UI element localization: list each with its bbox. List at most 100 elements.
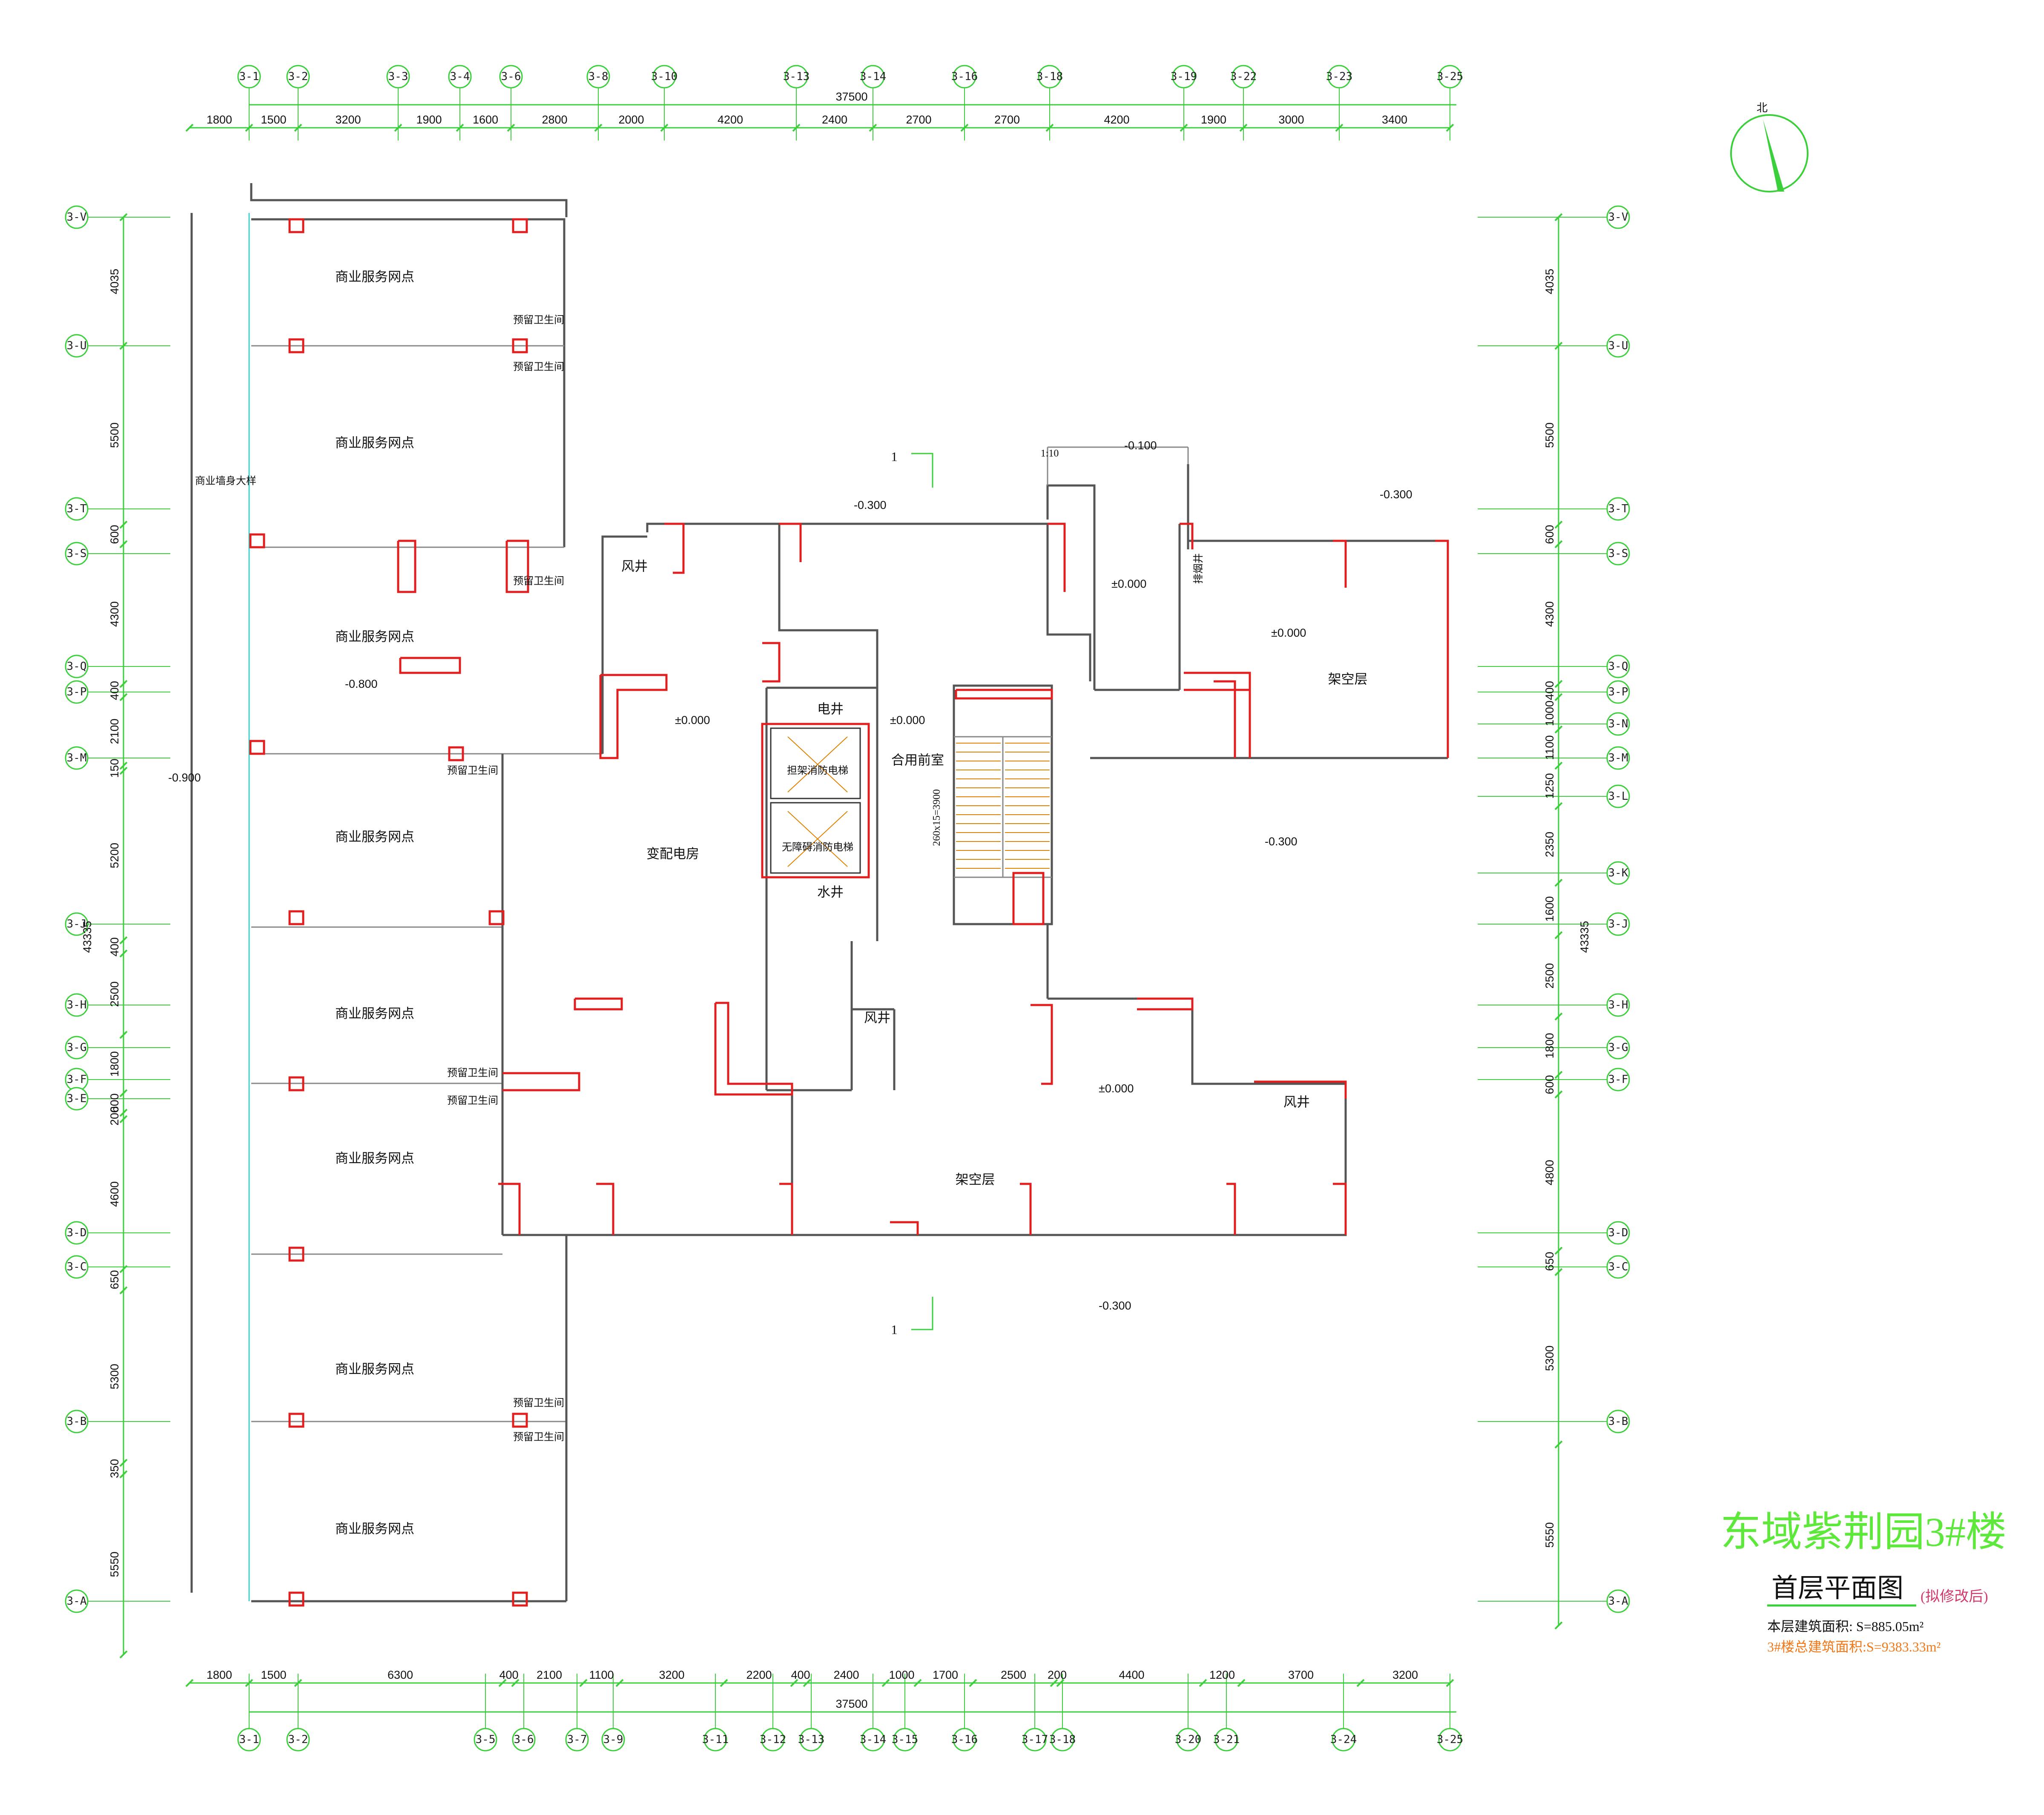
axis-bubble: 3-Q — [1478, 655, 1630, 678]
axis-bubble: 3-U — [1478, 334, 1630, 358]
dim-value: 1800 — [108, 1051, 121, 1077]
room-electric-shaft: 电井 — [817, 702, 844, 717]
dim-value: 5500 — [108, 422, 121, 448]
dim-value: 1000 — [889, 1669, 914, 1681]
dim-value: 3400 — [1382, 113, 1407, 126]
axis-label: 3-N — [1608, 718, 1628, 730]
axis-label: 3-11 — [702, 1733, 729, 1746]
axis-bubble: 3-18 — [1049, 1674, 1076, 1752]
dim-value: 4200 — [718, 113, 743, 126]
axis-label: 3-7 — [567, 1733, 587, 1746]
axis-label: 3-V — [67, 211, 87, 224]
dim-value: 5300 — [108, 1364, 121, 1389]
dim-value: 5200 — [108, 843, 121, 868]
axis-bubble: 3-F — [1478, 1068, 1630, 1091]
dim-value: 1500 — [261, 113, 286, 126]
room-shop-8: 商业服务网点 — [335, 1522, 414, 1536]
axis-label: 3-23 — [1326, 70, 1353, 83]
axis-label: 3-20 — [1175, 1733, 1202, 1746]
axis-bubble: 3-C — [1478, 1255, 1630, 1279]
axis-bubble: 3-D — [1478, 1221, 1630, 1245]
room-toilet-5: 预留卫生间 — [447, 1067, 498, 1079]
axis-label: 3-18 — [1049, 1733, 1076, 1746]
dim-value: 1500 — [261, 1669, 286, 1681]
axis-label: 3-Q — [1608, 660, 1628, 673]
dim-value: 2800 — [542, 113, 567, 126]
grid-axis-right: 3-V3-U3-T3-S3-Q3-P3-N3-M3-L3-K3-J3-H3-G3… — [1478, 205, 1630, 1613]
dim-value: 4300 — [1543, 601, 1556, 627]
dim-value: 400 — [1543, 681, 1556, 700]
dim-value: 1100 — [589, 1669, 614, 1681]
dim-value: 2500 — [108, 981, 121, 1007]
overall-dim-top: 37500 — [835, 90, 867, 103]
axis-label: 3-6 — [514, 1733, 534, 1746]
axis-label: 3-D — [1608, 1226, 1628, 1239]
axis-bubble: 3-T — [65, 497, 170, 521]
dim-value: 1600 — [1543, 896, 1556, 922]
axis-label: 3-19 — [1171, 70, 1197, 83]
axis-label: 3-F — [1608, 1073, 1628, 1086]
room-wind-shaft-1: 风井 — [621, 559, 648, 574]
level-mark-4: ±0.000 — [1111, 577, 1146, 590]
axis-bubble: 3-E — [65, 1087, 170, 1111]
axis-label: 3-M — [67, 752, 87, 764]
dim-value: 1250 — [1543, 773, 1556, 798]
axis-label: 3-4 — [450, 70, 470, 83]
room-overhead-1: 架空层 — [1328, 672, 1368, 687]
dim-value: 3200 — [659, 1669, 684, 1681]
level-mark-2: -0.100 — [1124, 439, 1157, 452]
dim-value: 2100 — [108, 718, 121, 744]
axis-label: 3-E — [67, 1092, 87, 1105]
axis-label: 3-T — [67, 503, 87, 515]
room-toilet-8: 预留卫生间 — [513, 1431, 564, 1443]
level-mark-11: ±0.000 — [1099, 1082, 1134, 1095]
level-mark-1: -0.300 — [854, 499, 887, 511]
north-arrow-icon: 北 — [1730, 102, 1809, 192]
dim-value: 1200 — [1209, 1669, 1235, 1681]
section-mark-bottom: 1 — [891, 1322, 898, 1337]
room-smoke-shaft: 排烟井 — [1193, 553, 1204, 584]
dim-value: 200 — [108, 1106, 121, 1126]
section-marks: 1 1 — [891, 449, 933, 1337]
axis-bubble: 3-P — [65, 680, 170, 704]
axis-label: 3-Q — [67, 660, 87, 673]
room-wind-shaft-3: 风井 — [1283, 1095, 1310, 1110]
axis-bubble: 3-6 — [512, 1674, 536, 1752]
axis-bubble: 3-13 — [798, 1674, 825, 1752]
room-water-shaft: 水井 — [817, 885, 844, 900]
axis-bubble: 3-18 — [1036, 65, 1063, 141]
dim-value: 2700 — [906, 113, 931, 126]
axis-bubble: 3-F — [65, 1068, 170, 1091]
room-toilet-6: 预留卫生间 — [447, 1095, 498, 1106]
dim-value: 5300 — [1543, 1345, 1556, 1371]
axis-bubble: 3-M — [1478, 746, 1630, 770]
axis-label: 3-J — [67, 918, 87, 930]
room-overhead-2: 架空层 — [956, 1172, 995, 1187]
axis-label: 3-1 — [239, 70, 259, 83]
axis-label: 3-15 — [892, 1733, 919, 1746]
axis-label: 3-8 — [589, 70, 609, 83]
dim-value: 400 — [499, 1669, 518, 1681]
axis-bubble: 3-A — [65, 1589, 170, 1613]
dim-value: 1600 — [473, 113, 498, 126]
dim-value: 600 — [108, 1093, 121, 1112]
axis-bubble: 3-L — [1478, 784, 1630, 808]
axis-bubble: 3-23 — [1326, 65, 1353, 141]
structural-columns — [249, 218, 1449, 1607]
drawing-note: (拟修改后) — [1921, 1588, 1988, 1605]
dim-value: 3200 — [335, 113, 361, 126]
axis-label: 3-16 — [951, 1733, 978, 1746]
axis-label: 3-C — [1608, 1261, 1628, 1273]
axis-label: 3-13 — [798, 1733, 825, 1746]
dim-value: 2200 — [746, 1669, 772, 1681]
dim-value: 600 — [1543, 525, 1556, 544]
axis-bubble: 3-D — [65, 1221, 170, 1245]
axis-bubble: 3-B — [65, 1410, 170, 1433]
axis-bubble: 3-G — [1478, 1036, 1630, 1060]
dim-value: 6300 — [388, 1669, 413, 1681]
room-shop-7: 商业服务网点 — [335, 1362, 414, 1377]
axis-bubble: 3-G — [65, 1036, 170, 1060]
dim-value: 400 — [791, 1669, 810, 1681]
dim-value: 2100 — [537, 1669, 562, 1681]
